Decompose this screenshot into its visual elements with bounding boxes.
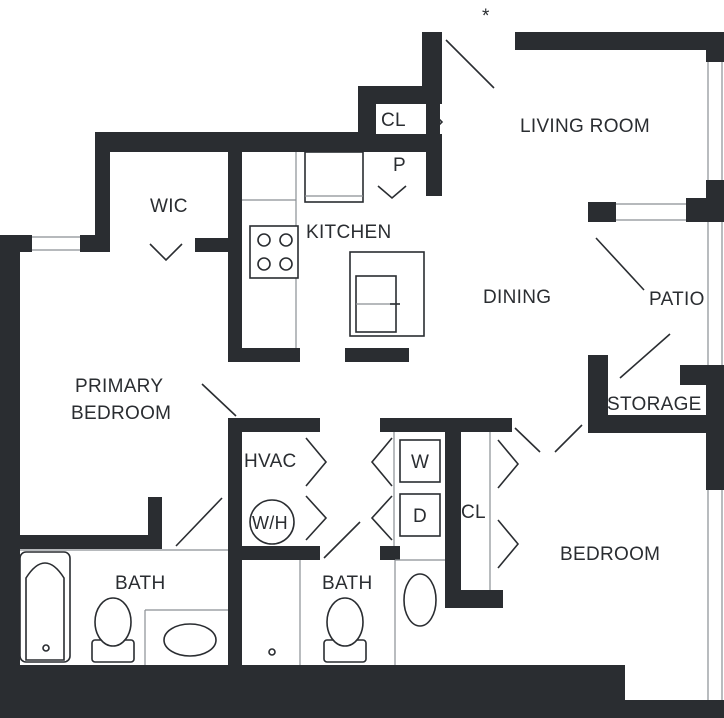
label-primary-bedroom-2: BEDROOM	[71, 403, 171, 424]
primary-bedroom-door	[201, 383, 237, 417]
label-dining: DINING	[483, 287, 551, 308]
doors	[149, 39, 671, 569]
fixtures	[19, 151, 441, 663]
label-closet-bedroom: CL	[461, 502, 486, 523]
label-primary-bedroom-1: PRIMARY	[75, 376, 163, 397]
hall-bath-door	[323, 521, 361, 559]
walls	[0, 32, 724, 718]
label-hvac: HVAC	[244, 451, 297, 472]
label-storage: STORAGE	[607, 394, 702, 415]
patio-door	[595, 237, 645, 291]
dryer	[399, 493, 441, 537]
entry-door	[445, 39, 495, 89]
label-patio: PATIO	[649, 289, 705, 310]
thin-lines	[20, 62, 723, 700]
cl-door	[431, 111, 444, 133]
bedroom-door-2	[554, 424, 583, 453]
labels: * LIVING ROOM DINING KITCHEN PATIO STORA…	[71, 6, 705, 594]
cl-bed-door-1	[497, 439, 520, 489]
washer	[399, 439, 441, 483]
wd-door-1	[370, 437, 393, 487]
sink-primary	[163, 623, 217, 657]
label-bath-primary: BATH	[115, 573, 165, 594]
label-dryer: D	[413, 506, 427, 527]
label-pantry: P	[393, 155, 406, 176]
hvac-door-1	[305, 437, 328, 487]
label-kitchen: KITCHEN	[306, 222, 392, 243]
label-water-heater: W/H	[252, 513, 288, 533]
hvac-door-2	[305, 495, 328, 541]
label-bath-hall: BATH	[322, 573, 372, 594]
pantry-door	[377, 185, 407, 200]
stove	[249, 225, 299, 279]
storage-door	[619, 333, 671, 379]
wic-door	[149, 243, 183, 262]
label-living-room: LIVING ROOM	[520, 116, 650, 137]
sink-hall	[403, 573, 437, 627]
refrigerator	[304, 151, 364, 203]
cl-bed-door-2	[497, 519, 520, 569]
primary-bath-door	[175, 497, 223, 547]
entry-marker: *	[482, 6, 490, 27]
label-wic: WIC	[150, 196, 188, 217]
bedroom-door	[514, 427, 541, 453]
label-washer: W	[411, 452, 429, 473]
water-heater	[249, 499, 295, 545]
wd-door-2	[370, 495, 393, 541]
label-bedroom: BEDROOM	[560, 544, 660, 565]
label-closet-entry: CL	[381, 110, 406, 131]
